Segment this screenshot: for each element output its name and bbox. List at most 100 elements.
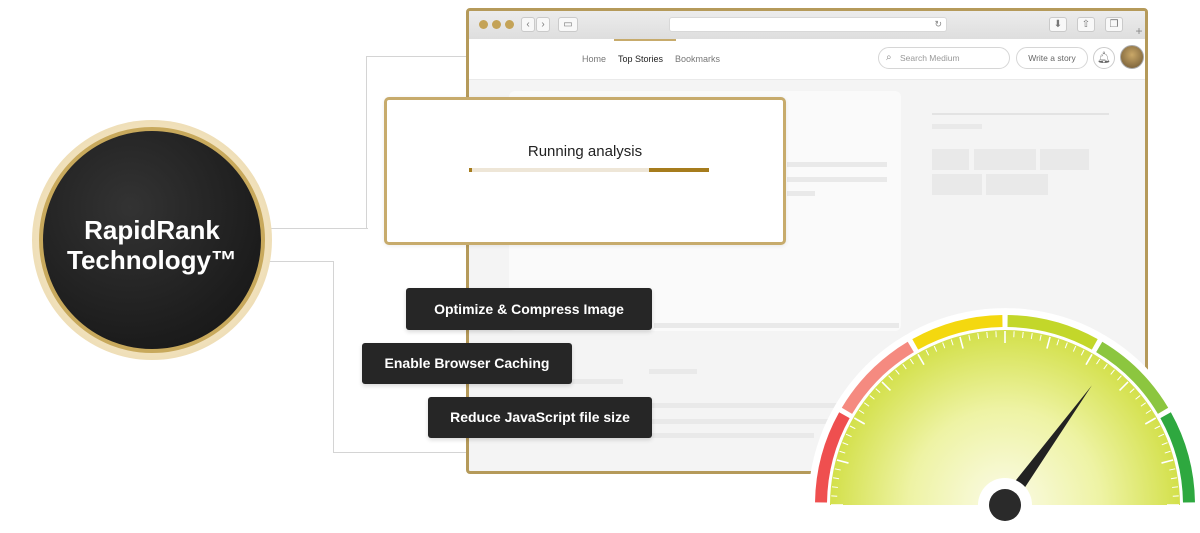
text-skeleton [787,177,887,182]
gauge-tick [1046,336,1051,349]
gauge-zone [841,341,914,414]
analysis-progress-fill [649,168,709,172]
gauge-tick [1030,333,1033,340]
avatar[interactable] [1120,45,1144,69]
gauge-tick [881,381,892,392]
reload-icon[interactable]: ↻ [934,19,942,29]
browser-toolbar: ‹ › ▭ ↻ ⬇ ⇧ ❐ + [469,11,1145,40]
gauge-tick [1172,486,1179,488]
gauge-tick [1154,425,1161,430]
gauge-tick [1144,417,1157,425]
text-skeleton [649,369,697,374]
gauge-tick [834,468,841,471]
badge-line-1: RapidRank [84,215,220,245]
tag-skeleton [986,174,1048,195]
gauge-tick [1161,442,1168,446]
tag-skeleton [974,149,1036,170]
nav-link-bookmarks[interactable]: Bookmarks [675,54,721,64]
gauge-tick [1056,339,1060,346]
gauge-tick [977,333,980,340]
analysis-progress-start [469,168,472,172]
gauge-needle [999,385,1092,510]
gauge-tick [1169,468,1176,471]
gauge-tick [845,433,852,438]
window-close-dot[interactable] [479,20,488,29]
gauge-tick [1161,459,1174,464]
gauge-tick [950,339,954,346]
search-icon: ⌕ [886,52,892,63]
gauge-tick [1103,363,1108,370]
back-arrow-icon[interactable]: ‹ [521,17,535,32]
gauge-face [830,330,1180,505]
gauge-tick [902,363,907,370]
gauge-tick [1129,388,1135,393]
gauge-tick [836,459,849,464]
search-field[interactable]: ⌕ Search Medium [878,47,1010,69]
connector-line [268,228,368,229]
tag-skeleton [932,174,982,195]
gauge-tick [858,409,865,414]
gauge-tick [959,336,964,349]
badge-line-2: Technology™ [67,245,237,275]
gauge-tick [833,477,840,480]
gauge-tick [888,375,893,381]
bell-icon[interactable]: 🔔︎ [1093,47,1115,69]
connector-line [333,452,467,453]
window-maximize-dot[interactable] [505,20,514,29]
forward-arrow-icon[interactable]: › [536,17,550,32]
download-icon[interactable]: ⬇ [1049,17,1067,32]
gauge-tick [1117,375,1122,381]
nav-link-home[interactable]: Home [582,54,607,64]
gauge-tick [1170,477,1177,480]
url-bar[interactable]: ↻ [669,17,947,32]
write-story-button[interactable]: Write a story [1016,47,1088,69]
gauge-tick [942,342,946,349]
gauge-tick [1140,402,1147,407]
site-nav: Home Top Stories Bookmarks ⌕ Search Medi… [469,39,1145,80]
gauge-tick [968,334,971,341]
gauge-tick [1085,353,1093,366]
gauge-zone [1007,315,1098,350]
analysis-popup: Running analysis [384,97,786,245]
gauge-hub [989,489,1021,521]
gauge-tick [875,388,881,393]
tag-skeleton [932,149,969,170]
task-reduce-js: Reduce JavaScript file size [428,397,652,438]
new-tab-icon[interactable]: + [1135,24,1143,38]
gauge-tick [1064,342,1068,349]
gauge-tick [1145,409,1152,414]
gauge-tick [839,450,846,454]
gauge-tick [1135,395,1141,400]
gauge-tick [1164,450,1171,454]
connector-line [366,56,466,57]
text-skeleton [569,379,623,384]
speed-gauge [808,308,1200,532]
gauge-tick [863,402,870,407]
gauge-tick [909,358,914,365]
gauge-tick [1072,345,1077,352]
analysis-title: Running analysis [527,143,643,160]
gauge-tick [895,369,900,375]
nav-link-top-stories[interactable]: Top Stories [618,54,664,64]
sidebar-heading-skeleton [932,124,982,129]
gauge-tick [1118,381,1129,392]
gauge-tick [869,395,875,400]
gauge-tick [831,486,838,488]
gauge-zone [815,412,850,503]
gauge-tick [1080,349,1085,356]
gauge-tick [917,353,925,366]
text-skeleton [654,323,899,328]
window-minimize-dot[interactable] [492,20,501,29]
gauge-tick [925,349,930,356]
rapidrank-badge: RapidRank Technology™ [39,127,265,353]
gauge-zone [1160,412,1195,503]
search-placeholder: Search Medium [900,53,960,63]
share-icon[interactable]: ⇧ [1077,17,1095,32]
gauge-tick [853,417,866,425]
text-skeleton [649,403,839,408]
task-browser-caching: Enable Browser Caching [362,343,572,384]
sidebar-icon[interactable]: ▭ [558,17,578,32]
tabs-icon[interactable]: ❐ [1105,17,1123,32]
gauge-tick [1158,433,1165,438]
task-optimize-images: Optimize & Compress Image [406,288,652,330]
